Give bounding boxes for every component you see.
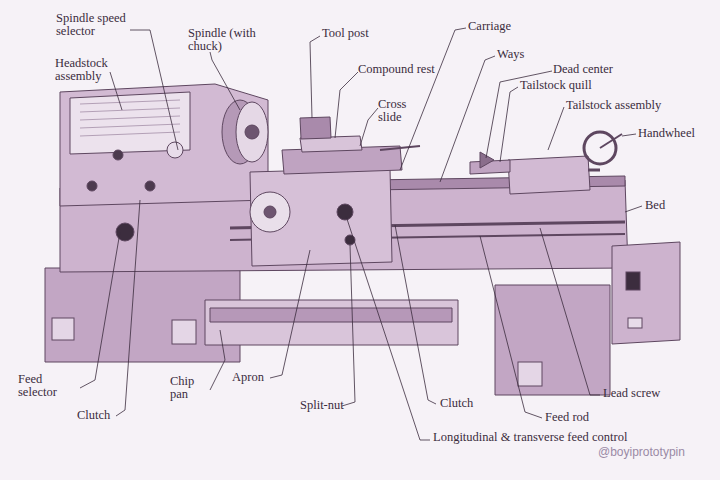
part-label: Tool post xyxy=(322,27,402,40)
part-label: Chip pan xyxy=(170,375,210,401)
part-label: Carriage xyxy=(468,20,548,33)
part-label: Compound rest xyxy=(358,63,438,76)
part-label: Handwheel xyxy=(638,127,718,140)
part-label: Cross slide xyxy=(378,98,430,124)
part-label: Clutch xyxy=(440,397,500,410)
part-label: Longitudinal & transverse feed control xyxy=(433,431,663,444)
part-label: Dead center xyxy=(553,63,643,76)
part-label: Clutch xyxy=(77,409,137,422)
part-label: Apron xyxy=(232,371,292,384)
part-label: Split-nut xyxy=(300,399,370,412)
part-label: Spindle (with chuck) xyxy=(188,27,278,53)
part-label: Tailstock assembly xyxy=(566,99,686,112)
part-label: Feed selector xyxy=(18,373,82,399)
part-label: Lead screw xyxy=(603,387,683,400)
part-label: Ways xyxy=(497,48,557,61)
part-label: Headstock assembly xyxy=(55,57,135,83)
part-label: Feed rod xyxy=(545,411,615,424)
part-label: Spindle speed selector xyxy=(56,12,148,38)
part-label: Bed xyxy=(645,199,695,212)
part-label: Tailstock quill xyxy=(520,79,620,92)
watermark: @boyiprototypin xyxy=(598,446,718,459)
